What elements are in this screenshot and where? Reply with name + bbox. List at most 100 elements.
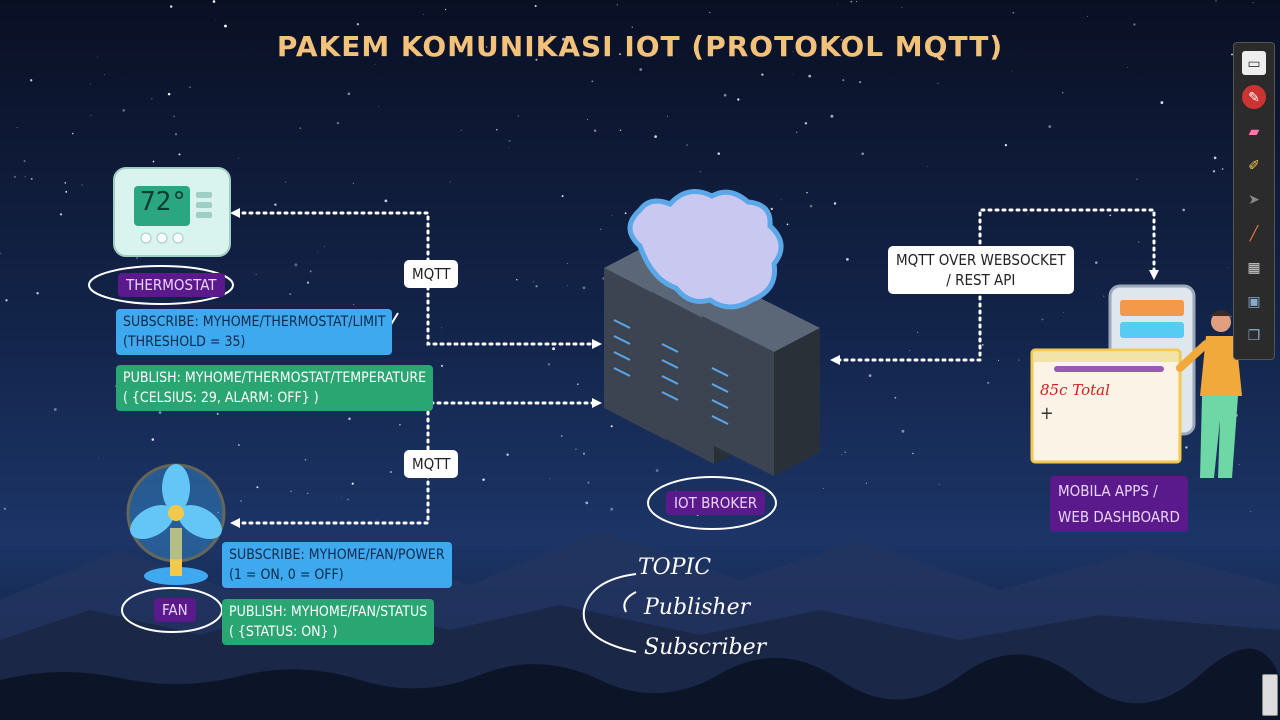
whiteboard-icon[interactable]: ▭ xyxy=(1242,51,1266,75)
star xyxy=(30,79,33,82)
star xyxy=(566,262,568,264)
star xyxy=(808,74,812,78)
star xyxy=(341,496,342,498)
star xyxy=(797,44,800,46)
star xyxy=(901,429,905,433)
star xyxy=(89,83,91,85)
websocket-line1: MQTT OVER WEBSOCKET xyxy=(896,251,1066,269)
star xyxy=(593,129,597,132)
note-topic: TOPIC xyxy=(638,555,712,580)
keyboard-icon[interactable]: ▦ xyxy=(1247,258,1261,275)
star xyxy=(307,492,309,494)
star xyxy=(347,498,349,501)
screen-icon[interactable]: ▣ xyxy=(1247,292,1261,309)
star xyxy=(655,469,659,472)
brush-icon[interactable]: ╱ xyxy=(1249,224,1259,241)
window-icon[interactable]: ❐ xyxy=(1247,326,1261,343)
star xyxy=(1127,66,1128,68)
star xyxy=(151,98,153,100)
annotation-toolbar: ▭ ✎ ▰ ✐ ➤ ╱ ▦ ▣ ❐ xyxy=(1233,42,1275,360)
eraser-icon[interactable]: ▰ xyxy=(1248,122,1260,139)
star xyxy=(496,129,498,131)
presenter-figure xyxy=(1176,310,1242,478)
star xyxy=(353,303,355,305)
star xyxy=(535,285,538,288)
star xyxy=(611,215,613,216)
star xyxy=(997,359,1000,361)
star xyxy=(547,363,551,366)
star xyxy=(290,490,292,493)
star xyxy=(761,73,764,76)
star xyxy=(586,119,589,121)
star xyxy=(422,13,424,15)
scroll-control[interactable] xyxy=(1262,674,1278,716)
star xyxy=(460,129,462,131)
star xyxy=(1063,312,1064,313)
star xyxy=(348,417,351,421)
star xyxy=(317,250,318,252)
star xyxy=(806,192,808,194)
fan-publish-detail: ( {STATUS: ON} ) xyxy=(229,624,338,640)
star xyxy=(136,257,138,259)
star xyxy=(709,11,711,14)
star xyxy=(912,452,914,455)
thermostat-publish-topic: PUBLISH: MYHOME/THERMOSTAT/TEMPERATURE xyxy=(123,370,427,386)
star xyxy=(1230,316,1232,318)
star xyxy=(64,182,67,184)
websocket-tag: MQTT OVER WEBSOCKET / REST API xyxy=(888,246,1074,294)
star xyxy=(631,26,633,28)
star xyxy=(384,199,388,203)
star xyxy=(59,213,63,216)
star xyxy=(376,518,378,520)
star xyxy=(0,252,2,255)
star xyxy=(441,364,443,367)
star xyxy=(36,292,39,295)
star xyxy=(562,37,565,41)
star xyxy=(917,331,919,334)
star xyxy=(591,80,594,83)
star xyxy=(485,46,488,48)
star xyxy=(667,115,668,117)
star xyxy=(240,500,242,502)
star xyxy=(1160,101,1164,105)
star xyxy=(846,258,849,261)
star xyxy=(837,3,839,5)
apps-label-line2: WEB DASHBOARD xyxy=(1058,508,1180,526)
thermostat-display: 72° xyxy=(140,187,187,217)
star xyxy=(104,74,106,76)
star xyxy=(901,7,903,9)
pen-icon[interactable]: ✎ xyxy=(1242,85,1266,109)
highlighter-icon[interactable]: ✐ xyxy=(1248,156,1260,173)
star xyxy=(938,484,940,485)
thermostat-subscribe-topic: SUBSCRIBE: MYHOME/THERMOSTAT/LIMIT xyxy=(123,314,386,330)
star xyxy=(792,73,794,75)
star xyxy=(624,212,627,215)
mqtt-tag-top: MQTT xyxy=(404,260,459,288)
pointer-icon[interactable]: ➤ xyxy=(1248,190,1260,207)
star xyxy=(16,127,18,129)
star xyxy=(516,278,518,281)
star xyxy=(304,458,307,461)
star xyxy=(97,56,99,58)
star xyxy=(844,451,846,453)
star xyxy=(1136,178,1138,180)
star xyxy=(842,78,845,82)
star xyxy=(351,482,354,485)
star xyxy=(356,22,360,26)
star xyxy=(377,106,379,108)
star xyxy=(786,223,789,226)
star xyxy=(830,114,834,118)
star xyxy=(1012,11,1015,14)
star xyxy=(152,160,155,163)
star xyxy=(23,160,26,163)
star xyxy=(599,228,602,230)
star xyxy=(217,511,219,514)
star xyxy=(859,81,862,84)
note-subscriber: Subscriber xyxy=(644,635,767,660)
star xyxy=(619,129,622,132)
star xyxy=(433,53,437,56)
star xyxy=(238,157,239,159)
